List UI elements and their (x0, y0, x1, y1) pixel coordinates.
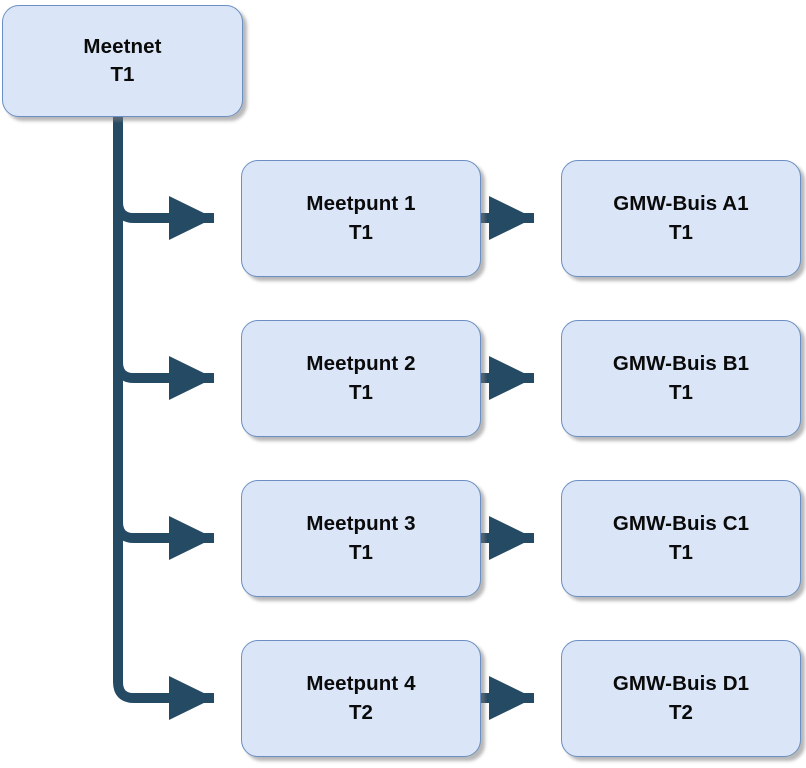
node-meetpunt-3-title: Meetpunt 3 (306, 512, 416, 536)
node-meetpunt-2-title: Meetpunt 2 (306, 352, 416, 376)
branch-line-2 (113, 355, 214, 400)
node-meetpunt-4-title: Meetpunt 4 (306, 672, 416, 696)
node-meetnet-title: Meetnet (83, 34, 162, 58)
node-gmw-buis-a1[interactable]: GMW-Buis A1 T1 (561, 160, 801, 277)
node-meetnet-subtitle: T1 (110, 63, 135, 86)
node-meetpunt-4[interactable]: Meetpunt 4 T2 (241, 640, 481, 757)
node-gmw-buis-c1-title: GMW-Buis C1 (612, 512, 750, 536)
branch-line-4 (113, 675, 214, 720)
node-gmw-buis-a1-title: GMW-Buis A1 (613, 192, 749, 216)
node-gmw-buis-a1-subtitle: T1 (668, 220, 694, 244)
node-gmw-buis-c1[interactable]: GMW-Buis C1 T1 (561, 480, 801, 597)
node-meetpunt-3[interactable]: Meetpunt 3 T1 (241, 480, 481, 597)
node-meetpunt-1-subtitle: T1 (348, 220, 374, 244)
node-gmw-buis-d1-title: GMW-Buis D1 (612, 672, 750, 696)
node-meetpunt-2-subtitle: T1 (348, 380, 374, 404)
branch-line-3 (113, 515, 214, 560)
node-gmw-buis-b1[interactable]: GMW-Buis B1 T1 (561, 320, 801, 437)
node-meetpunt-2[interactable]: Meetpunt 2 T1 (241, 320, 481, 437)
node-meetpunt-1-title: Meetpunt 1 (306, 192, 416, 216)
node-meetnet[interactable]: Meetnet T1 (2, 5, 243, 117)
node-gmw-buis-b1-title: GMW-Buis B1 (612, 352, 750, 376)
node-gmw-buis-c1-subtitle: T1 (668, 540, 694, 564)
node-meetpunt-1[interactable]: Meetpunt 1 T1 (241, 160, 481, 277)
branch-line-1 (113, 195, 214, 240)
node-gmw-buis-d1-subtitle: T2 (668, 700, 694, 724)
node-gmw-buis-d1[interactable]: GMW-Buis D1 T2 (561, 640, 801, 757)
node-meetpunt-3-subtitle: T1 (348, 540, 374, 564)
node-meetpunt-4-subtitle: T2 (348, 700, 374, 724)
node-gmw-buis-b1-subtitle: T1 (668, 380, 694, 404)
